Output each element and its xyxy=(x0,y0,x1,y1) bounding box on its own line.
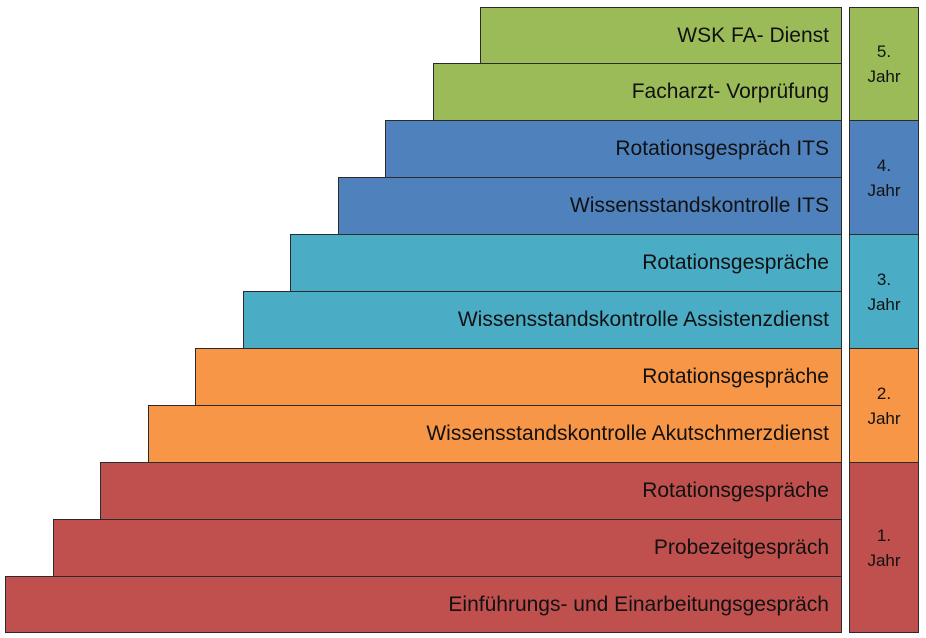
step-facharzt-vorpruefung: Facharzt- Vorprüfung xyxy=(433,63,842,121)
year-3-number: 3. xyxy=(876,269,892,289)
year-5-box: 5. Jahr xyxy=(849,7,919,121)
step-wissensstandskontrolle-its: Wissensstandskontrolle ITS xyxy=(338,177,842,235)
step-rotationsgespraeche-year2: Rotationsgespräche xyxy=(195,348,842,406)
year-5-number: 5. xyxy=(876,42,892,61)
step-rotationsgespraeche-year3: Rotationsgespräche xyxy=(290,234,842,292)
year-4-label: Jahr xyxy=(867,180,901,200)
year-2-label: Jahr xyxy=(867,408,901,428)
step-probezeitgespraech: Probezeitgespräch xyxy=(53,519,842,577)
step-wissensstandskontrolle-assistenzdienst: Wissensstandskontrolle Assistenzdienst xyxy=(243,291,842,349)
step-rotationsgespraeche-year1: Rotationsgespräche xyxy=(100,462,842,520)
year-3-label: Jahr xyxy=(867,294,901,314)
step-wsk-fa-dienst: WSK FA- Dienst xyxy=(480,7,842,64)
year-2-box: 2. Jahr xyxy=(849,348,919,463)
year-2-number: 2. xyxy=(876,383,892,403)
step-wissensstandskontrolle-akutschmerzdienst: Wissensstandskontrolle Akutschmerzdienst xyxy=(148,405,842,463)
year-1-box: 1. Jahr xyxy=(849,462,919,633)
step-rotationsgespraech-its: Rotationsgespräch ITS xyxy=(385,120,842,178)
year-4-number: 4. xyxy=(876,155,892,175)
year-1-number: 1. xyxy=(876,525,892,545)
step-einfuehrungs-einarbeitungsgespraech: Einführungs- und Einarbeitungsgespräch xyxy=(5,576,842,633)
year-5-label: Jahr xyxy=(867,67,901,86)
year-3-box: 3. Jahr xyxy=(849,234,919,349)
year-4-box: 4. Jahr xyxy=(849,120,919,235)
year-1-label: Jahr xyxy=(867,550,901,570)
